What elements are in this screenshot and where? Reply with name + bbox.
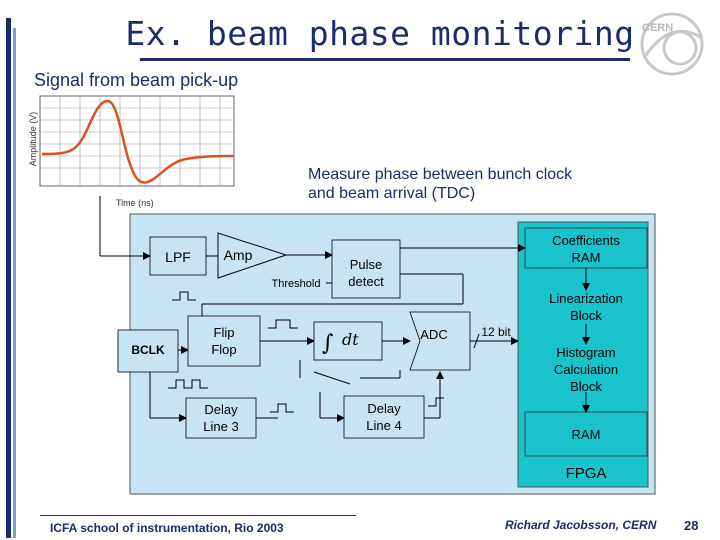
title-underline: [140, 58, 630, 61]
signal-plot: [39, 95, 235, 187]
coeff-ram-label: Coefficients RAM: [525, 232, 647, 266]
bits-label: 12 bit: [481, 325, 511, 339]
cern-logo-text: CERN: [642, 22, 674, 34]
measure-line-2: and beam arrival (TDC): [308, 185, 476, 202]
integrator-label: dt: [342, 330, 359, 349]
pulse-detect-box: [331, 239, 401, 299]
page-title: Ex. beam phase monitoring: [125, 14, 635, 53]
histogram-label: Histogram Calculation Block: [525, 344, 647, 395]
plot-frame: [39, 95, 235, 187]
linearization-line-2: Block: [570, 308, 602, 323]
left-accent-bar-light: [13, 28, 16, 538]
pulse-waveform: [41, 99, 235, 184]
histogram-line-1: Histogram: [556, 345, 616, 360]
delay-line-3-line-1: Delay: [204, 402, 238, 417]
measure-line-1: Measure phase between bunch clock: [308, 166, 573, 183]
integrator-box: [313, 321, 383, 361]
delay-line-4-box: [343, 395, 425, 439]
pulse-detect-line-2: detect: [348, 274, 384, 289]
delay-line-4-label: Delay Line 4: [344, 400, 424, 434]
delay-line-4-line-2: Line 4: [366, 418, 402, 433]
adc-label: ADC: [420, 327, 448, 342]
linearization-label: Linearization Block: [525, 290, 647, 324]
measure-description: Measure phase between bunch clock and be…: [308, 165, 628, 203]
footer-conference: ICFA school of instrumentation, Rio 2003: [50, 521, 284, 535]
histogram-line-2: Calculation: [553, 362, 619, 377]
ram-label: RAM: [571, 427, 601, 442]
lpf-box: [149, 236, 207, 276]
section-subtitle: Signal from beam pick-up: [34, 70, 239, 90]
cern-logo-icon: [640, 12, 704, 76]
bclk-label: BCLK: [131, 343, 165, 357]
flip-flop-line-1: Flip: [213, 325, 235, 340]
histogram-line-3: Block: [570, 379, 602, 394]
pulse-detect-line-1: Pulse: [349, 257, 383, 272]
flip-flop-label: Flip Flop: [188, 324, 260, 358]
amp-label: Amp: [223, 247, 253, 263]
fpga-label: FPGA: [565, 465, 607, 482]
amp-triangle: [217, 232, 288, 279]
delay-line-3-label: Delay Line 3: [186, 401, 256, 435]
flip-flop-line-2: Flop: [211, 342, 237, 357]
plot-x-label: Time (ns): [116, 198, 154, 208]
ram-box: [524, 411, 648, 457]
bclk-box: [117, 329, 179, 373]
linearization-line-1: Linearization: [549, 291, 623, 306]
flip-flop-box: [187, 315, 261, 367]
threshold-label: Threshold: [271, 278, 321, 290]
lpf-label: LPF: [165, 249, 191, 265]
delay-line-3-line-2: Line 3: [203, 419, 239, 434]
footer-line-left: [40, 515, 356, 516]
svg-text:∫: ∫: [322, 331, 334, 356]
page-number: 28: [684, 518, 699, 533]
coeff-ram-line-2: RAM: [571, 250, 601, 265]
left-accent-bar-dark: [6, 18, 11, 538]
footer-author: Richard Jacobsson, CERN: [505, 518, 657, 532]
adc-shape: [409, 311, 471, 371]
coeff-ram-line-1: Coefficients: [552, 233, 620, 248]
delay-line-4-line-1: Delay: [367, 401, 401, 416]
pulse-detect-label: Pulse detect: [332, 256, 400, 290]
